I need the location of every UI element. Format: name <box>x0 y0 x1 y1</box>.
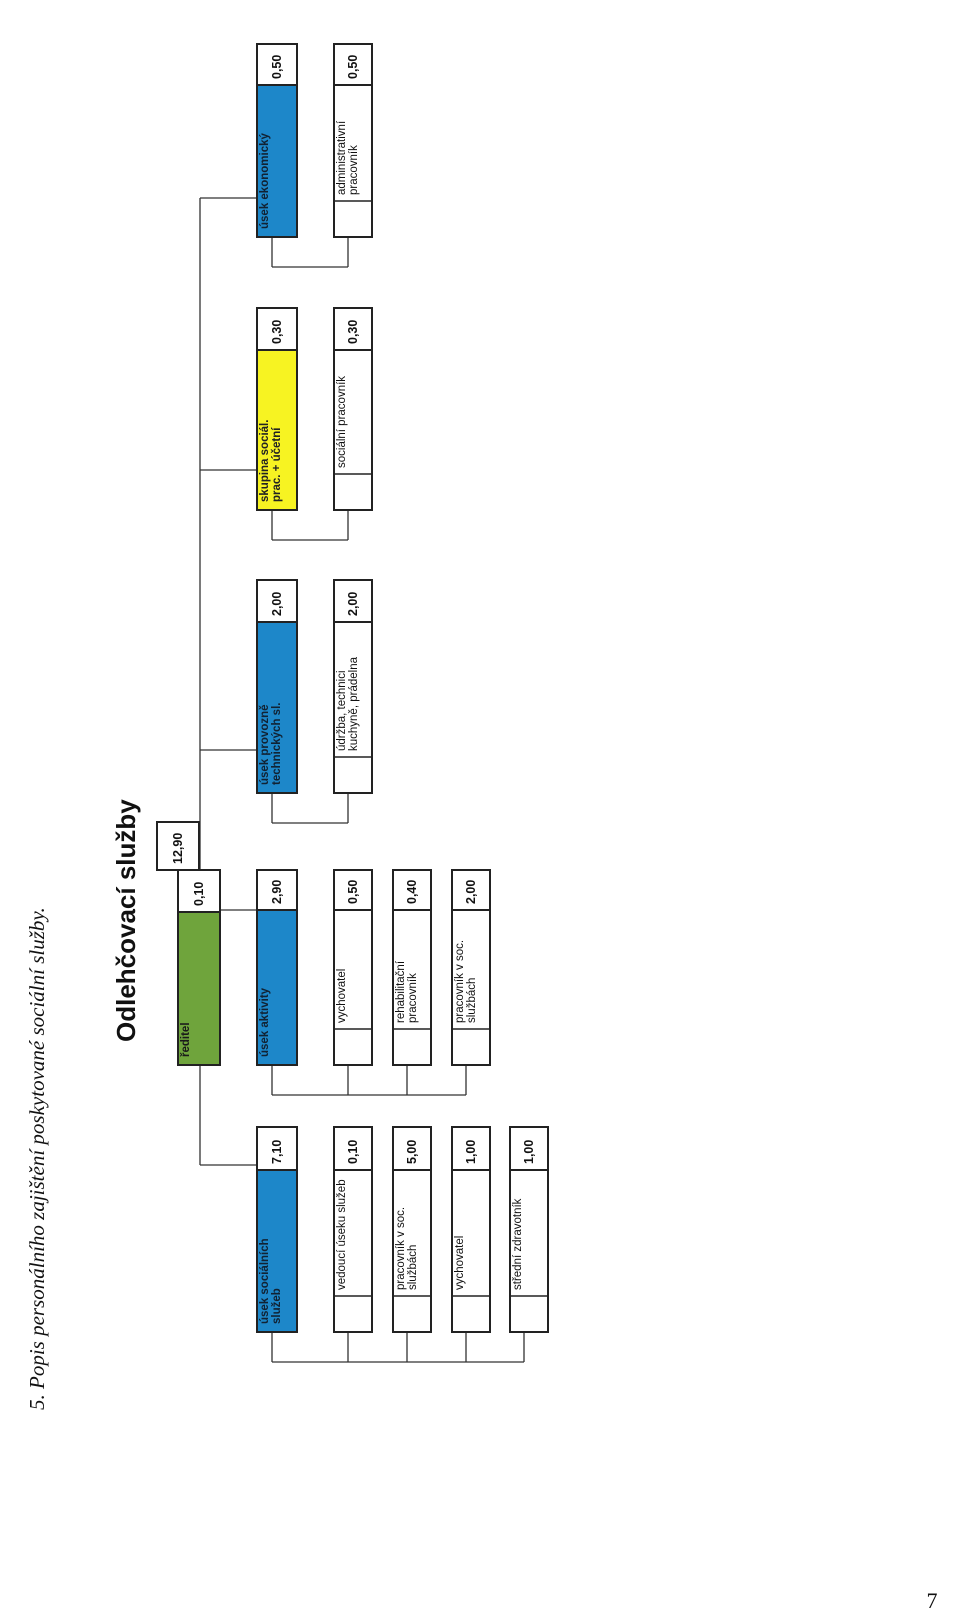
department-3-label: úsek provoznětechnických sl. <box>259 703 283 785</box>
department-2-value: 2,90 <box>270 880 284 904</box>
department-2-label-cell <box>256 909 298 1066</box>
connector-lines <box>199 197 525 1363</box>
department-5-value: 0,50 <box>270 55 284 79</box>
department-1: úsek sociálníchslužeb 7,10 <box>256 1126 298 1333</box>
department-1-label-cell <box>256 1169 298 1333</box>
department-1-position-4-label: střední zdravotník <box>512 1198 524 1290</box>
department-4-label-cell <box>256 349 298 511</box>
department-2-label: úsek aktivity <box>259 987 271 1057</box>
total-box: 12,90 <box>156 821 200 871</box>
department-1-position-4-label-cell <box>509 1169 549 1333</box>
department-1-position-4-value: 1,00 <box>522 1140 536 1164</box>
department-1-position-3-label: vychovatel <box>454 1236 466 1290</box>
department-4-value-cell <box>256 307 298 351</box>
department-2-position-1-value-cell <box>333 869 373 911</box>
director-box-label: ředitel <box>180 1022 192 1057</box>
director-box-value-cell <box>177 869 221 913</box>
department-4-position-1-value: 0,30 <box>346 320 360 344</box>
department-4-value: 0,30 <box>270 320 284 344</box>
department-1-position-2-value: 5,00 <box>405 1140 419 1164</box>
department-1-position-3-value-cell <box>451 1126 491 1171</box>
section-heading: 5. Popis personálního zajištění poskytov… <box>25 907 49 1410</box>
department-2-position-2-value-cell <box>392 869 432 911</box>
department-1-position-1-label: vedoucí úseku služeb <box>336 1179 348 1290</box>
department-2-position-2: rehabilitačnípracovník 0,40 <box>392 869 432 1066</box>
total-value: 12,90 <box>171 833 185 864</box>
department-4-position-1: sociální pracovník 0,30 <box>333 307 373 511</box>
department-5: úsek ekonomický 0,50 <box>256 43 298 238</box>
department-1-position-2-label: pracovník v soc.službách <box>395 1207 419 1290</box>
department-2: úsek aktivity 2,90 <box>256 869 298 1066</box>
department-1-position-4: střední zdravotník 1,00 <box>509 1126 549 1333</box>
department-2-position-3-value-cell <box>451 869 491 911</box>
department-3-position-1-value: 2,00 <box>346 592 360 616</box>
director-box: ředitel 0,10 <box>177 869 221 1066</box>
department-1-position-2-label-cell <box>392 1169 432 1333</box>
director-box-value: 0,10 <box>192 882 206 906</box>
department-2-position-1-label: vychovatel <box>336 969 348 1023</box>
department-2-position-2-label-cell <box>392 909 432 1066</box>
department-1-position-1-value-cell <box>333 1126 373 1171</box>
department-3-position-1-label: údržba, technicikuchyně, prádelna <box>336 656 360 751</box>
department-3-value-cell <box>256 579 298 623</box>
department-3: úsek provoznětechnických sl. 2,00 <box>256 579 298 794</box>
chart-title: Odlehčovací služby <box>111 799 141 1042</box>
org-boxes: ředitel 0,10 12,90 úsek sociálníchslužeb 7,1… <box>156 43 549 1333</box>
department-2-value-cell <box>256 869 298 911</box>
department-2-position-2-value: 0,40 <box>405 880 419 904</box>
department-3-position-1: údržba, technicikuchyně, prádelna 2,00 <box>333 579 373 794</box>
department-5-position-1-label: administrativnípracovník <box>336 120 360 195</box>
department-2-position-1: vychovatel 0,50 <box>333 869 373 1066</box>
department-5-position-1: administrativnípracovník 0,50 <box>333 43 373 238</box>
department-5-label: úsek ekonomický <box>259 133 271 229</box>
department-1-value: 7,10 <box>270 1140 284 1164</box>
department-3-position-1-value-cell <box>333 579 373 623</box>
department-1-label: úsek sociálníchslužeb <box>259 1238 283 1324</box>
department-2-position-3-label: pracovník v soc.službách <box>454 940 478 1023</box>
department-1-position-3: vychovatel 1,00 <box>451 1126 491 1333</box>
department-1-value-cell <box>256 1126 298 1171</box>
page-number: 7 <box>927 1588 938 1613</box>
department-4-label: skupina sociál.prac. + účetní <box>259 420 283 502</box>
department-2-position-2-label: rehabilitačnípracovník <box>395 960 419 1023</box>
department-3-position-1-label-cell <box>333 621 373 794</box>
department-4-position-1-value-cell <box>333 307 373 351</box>
department-2-position-3-value: 2,00 <box>464 880 478 904</box>
department-1-position-1-label-cell <box>333 1169 373 1333</box>
department-5-value-cell <box>256 43 298 86</box>
department-4-position-1-label: sociální pracovník <box>336 376 348 468</box>
department-5-position-1-value: 0,50 <box>346 55 360 79</box>
department-1-position-3-label-cell <box>451 1169 491 1333</box>
department-2-position-1-label-cell <box>333 909 373 1066</box>
department-1-position-4-value-cell <box>509 1126 549 1171</box>
department-1-position-2: pracovník v soc.službách 5,00 <box>392 1126 432 1333</box>
department-1-position-2-value-cell <box>392 1126 432 1171</box>
department-2-position-1-value: 0,50 <box>346 880 360 904</box>
total-box-cell <box>156 821 200 871</box>
department-2-position-3: pracovník v soc.službách 2,00 <box>451 869 491 1066</box>
department-3-value: 2,00 <box>270 592 284 616</box>
director-box-label-cell <box>177 911 221 1066</box>
department-1-position-1-value: 0,10 <box>346 1140 360 1164</box>
department-1-position-3-value: 1,00 <box>464 1140 478 1164</box>
department-4: skupina sociál.prac. + účetní 0,30 <box>256 307 298 511</box>
department-5-position-1-value-cell <box>333 43 373 86</box>
department-1-position-1: vedoucí úseku služeb 0,10 <box>333 1126 373 1333</box>
department-5-label-cell <box>256 84 298 238</box>
